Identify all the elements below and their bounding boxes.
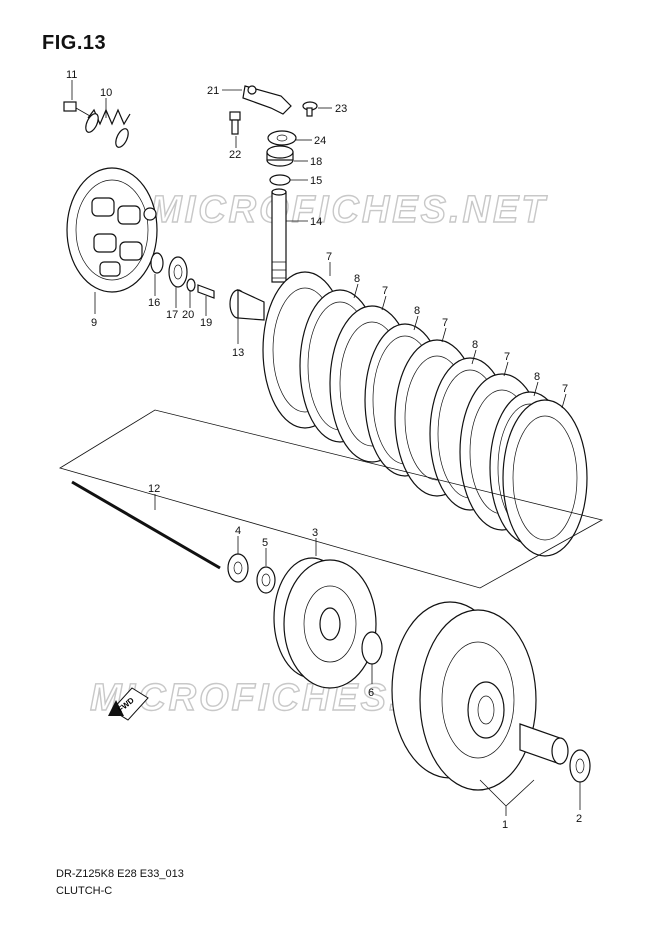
part-19-bolt xyxy=(197,284,215,299)
callout-19: 19 xyxy=(200,317,212,329)
callout-8d: 8 xyxy=(534,371,540,383)
callout-5: 5 xyxy=(262,537,268,549)
callout-20: 20 xyxy=(182,309,194,321)
footer-section-name: CLUTCH-C xyxy=(56,885,113,897)
fwd-arrow-icon: FWD xyxy=(108,687,149,721)
figure-title: FIG.13 xyxy=(42,32,107,54)
part-17-bearing xyxy=(168,256,188,288)
footer-model-code: DR-Z125K8 E28 E33_013 xyxy=(56,868,184,880)
callout-24: 24 xyxy=(314,135,326,147)
callout-8b: 8 xyxy=(414,305,420,317)
callout-21: 21 xyxy=(207,85,219,97)
callout-4: 4 xyxy=(235,525,241,537)
part-16-washer xyxy=(150,252,164,274)
callout-23: 23 xyxy=(335,103,347,115)
part-14-release-shaft xyxy=(271,188,287,283)
callout-8c: 8 xyxy=(472,339,478,351)
part-21-release-lever xyxy=(242,85,292,115)
part-11-bolt xyxy=(63,101,91,117)
watermark-top: MICROFICHES.NET xyxy=(150,189,548,231)
part-1-clutch-housing xyxy=(391,601,569,791)
callout-7b: 7 xyxy=(382,285,388,297)
callout-18: 18 xyxy=(310,156,322,168)
part-22-bolt xyxy=(229,111,241,135)
callout-7c: 7 xyxy=(442,317,448,329)
callout-3: 3 xyxy=(312,527,318,539)
callout-10: 10 xyxy=(100,87,112,99)
part-12-push-rod xyxy=(71,480,221,570)
callout-7e: 7 xyxy=(562,383,568,395)
callout-9: 9 xyxy=(91,317,97,329)
callout-15: 15 xyxy=(310,175,322,187)
part-18-bearing xyxy=(266,145,294,167)
callout-11: 11 xyxy=(66,69,77,81)
callout-7a: 7 xyxy=(326,251,332,263)
callout-6: 6 xyxy=(368,687,374,699)
callout-22: 22 xyxy=(229,149,241,161)
callout-17: 17 xyxy=(166,309,178,321)
part-15-seal xyxy=(269,174,291,186)
callout-13: 13 xyxy=(232,347,244,359)
part-5-lock-washer xyxy=(256,566,276,594)
callout-14: 14 xyxy=(310,216,322,228)
callout-16: 16 xyxy=(148,297,160,309)
part-24-washer xyxy=(267,130,297,146)
callout-2: 2 xyxy=(576,813,582,825)
callout-12: 12 xyxy=(148,483,160,495)
callout-1: 1 xyxy=(502,819,508,831)
callout-7d: 7 xyxy=(504,351,510,363)
part-20-nut xyxy=(186,278,196,292)
clutch-plates xyxy=(262,271,588,557)
callout-8a: 8 xyxy=(354,273,360,285)
part-6-washer xyxy=(361,631,383,665)
part-23-screw xyxy=(302,101,318,117)
part-10-spring xyxy=(85,108,131,148)
part-2-thrust-washer xyxy=(569,749,591,783)
part-9-pressure-plate xyxy=(66,167,158,293)
part-4-nut xyxy=(227,553,249,583)
part-13-push-piece xyxy=(229,289,265,321)
plates-group-outline xyxy=(59,409,604,589)
part-3-clutch-sleeve-hub xyxy=(273,557,377,689)
